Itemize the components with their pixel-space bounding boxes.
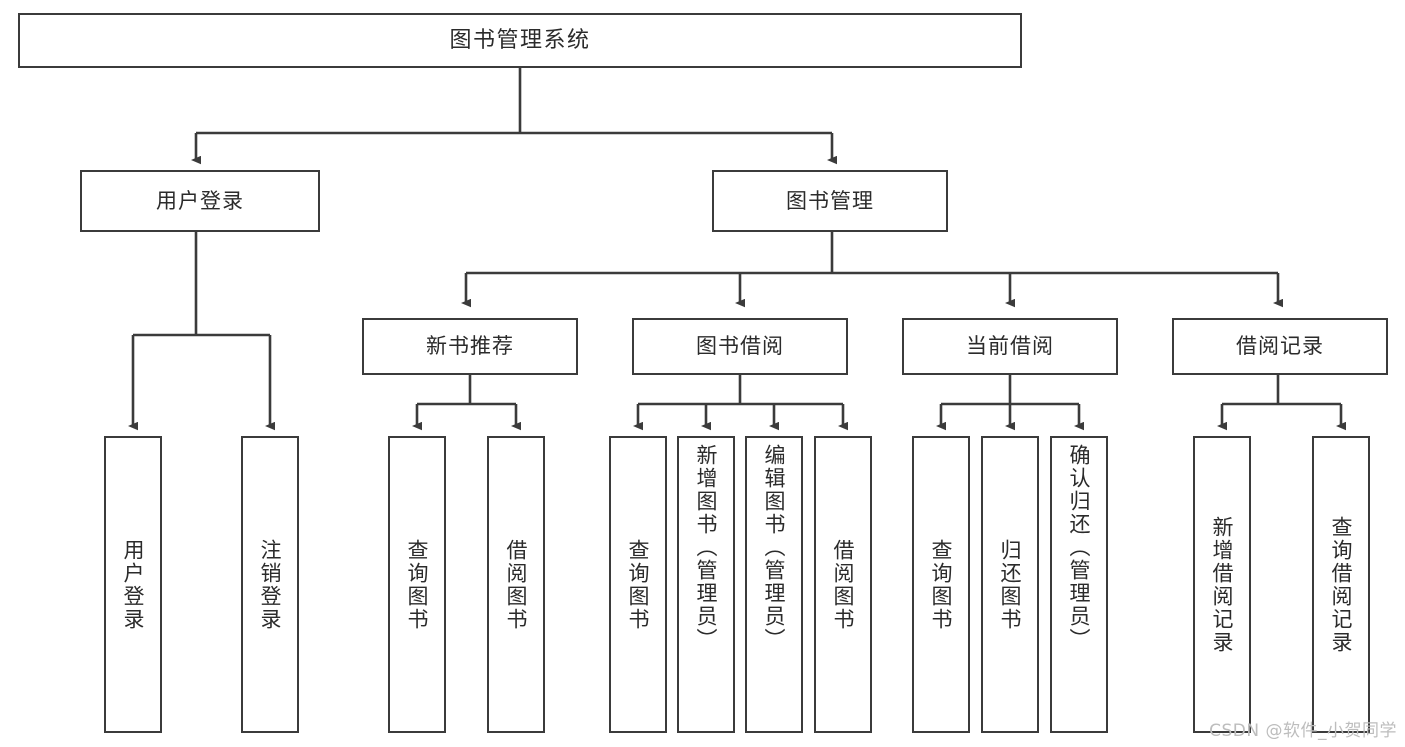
leaf-add-book-admin[interactable]: 新增图书（管理员） [677,436,735,733]
leaf-edit-book-admin[interactable]: 编辑图书（管理员） [745,436,803,733]
node-new-book-recommend[interactable]: 新书推荐 [362,318,578,375]
node-label: 查询图书 [405,538,430,631]
node-root-system[interactable]: 图书管理系统 [18,13,1022,68]
node-label: 查询图书 [929,538,954,631]
node-label: 图书管理系统 [449,27,591,53]
node-label: 新书推荐 [426,334,514,359]
node-book-management[interactable]: 图书管理 [712,170,948,232]
leaf-borrow-book-recommend[interactable]: 借阅图书 [487,436,545,733]
node-current-borrow[interactable]: 当前借阅 [902,318,1118,375]
node-label: 新增借阅记录 [1210,515,1235,654]
leaf-query-borrow-record[interactable]: 查询借阅记录 [1312,436,1370,733]
leaf-add-borrow-record[interactable]: 新增借阅记录 [1193,436,1251,733]
leaf-return-book[interactable]: 归还图书 [981,436,1039,733]
node-label: 用户登录 [156,188,244,213]
node-label: 确认归还（管理员） [1067,444,1092,651]
node-label: 查询图书 [626,538,651,631]
node-label: 注销登录 [258,538,283,631]
leaf-confirm-return-admin[interactable]: 确认归还（管理员） [1050,436,1108,733]
node-label: 借阅记录 [1236,334,1324,359]
node-label: 图书管理 [786,188,874,213]
node-label: 借阅图书 [831,538,856,631]
node-label: 用户登录 [121,538,146,631]
node-label: 图书借阅 [696,334,784,359]
leaf-query-book-recommend[interactable]: 查询图书 [388,436,446,733]
node-label: 当前借阅 [966,334,1054,359]
leaf-user-login[interactable]: 用户登录 [104,436,162,733]
node-label: 借阅图书 [504,538,529,631]
node-label: 归还图书 [998,538,1023,631]
leaf-borrow-book[interactable]: 借阅图书 [814,436,872,733]
node-label: 新增图书（管理员） [694,444,719,651]
leaf-query-book-borrow[interactable]: 查询图书 [609,436,667,733]
leaf-logout[interactable]: 注销登录 [241,436,299,733]
node-label: 编辑图书（管理员） [762,444,787,651]
csdn-watermark: CSDN @软件_小贺同学 [1209,721,1397,741]
node-book-borrow[interactable]: 图书借阅 [632,318,848,375]
node-label: 查询借阅记录 [1329,515,1354,654]
node-borrow-records[interactable]: 借阅记录 [1172,318,1388,375]
leaf-query-book-current[interactable]: 查询图书 [912,436,970,733]
node-user-login[interactable]: 用户登录 [80,170,320,232]
